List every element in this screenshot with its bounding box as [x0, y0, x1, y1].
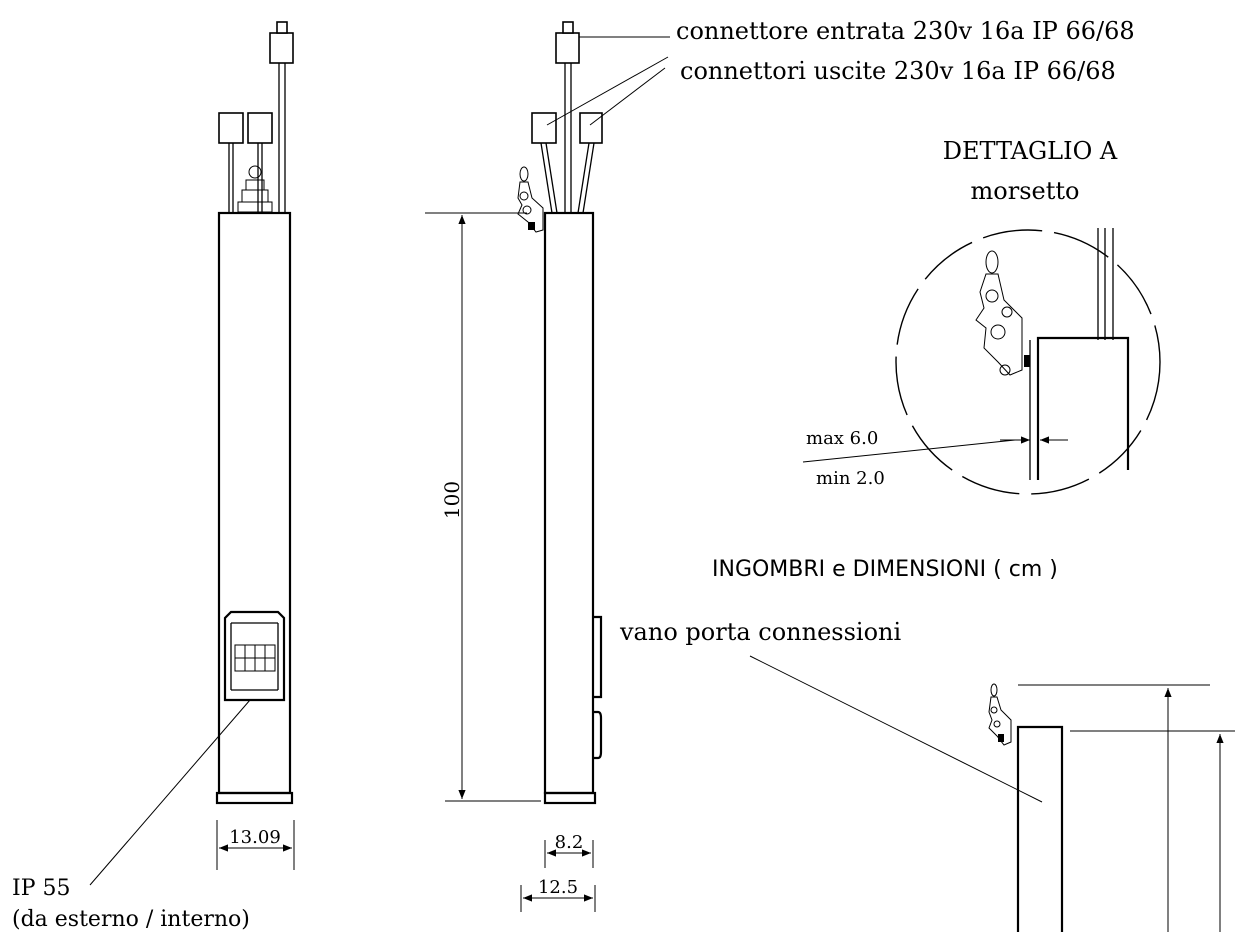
detail-clamp [975, 250, 1030, 376]
side-body [543, 211, 595, 795]
outlet-connectors-label: connettori uscite 230v 16a IP 66/68 [680, 57, 1116, 85]
front-inlet-connector-cap [276, 21, 288, 34]
partial-clamp [988, 683, 1012, 746]
ip-rating-label: IP 55 [12, 876, 70, 901]
detail-title: DETTAGLIO A [943, 137, 1118, 165]
front-base [215, 791, 294, 805]
front-inlet-connector [269, 32, 294, 64]
front-outlet-connector-1 [218, 112, 244, 144]
front-clamp [237, 165, 273, 213]
inlet-connector-label: connettore entrata 230v 16a IP 66/68 [676, 17, 1135, 45]
side-total-depth-dimension: 12.5 [538, 877, 578, 898]
front-outlet-connector-2 [247, 112, 273, 144]
connection-compartment [593, 615, 603, 699]
detail-box-edge [1036, 336, 1130, 480]
side-outlet-connector-2 [579, 112, 603, 144]
side-depth-dimension: 8.2 [555, 832, 584, 853]
front-body [217, 211, 292, 795]
dimensions-title: INGOMBRI e DIMENSIONI ( cm ) [712, 557, 1058, 582]
side-outlet-connector-1 [531, 112, 557, 144]
clamp-max-label: max 6.0 [806, 428, 878, 449]
height-dimension: 100 [440, 481, 464, 519]
side-inlet-connector [555, 32, 580, 64]
side-view: 100 8.2 12.5 [425, 21, 603, 912]
connection-box-label: vano porta connessioni [619, 618, 901, 646]
detail-subtitle: morsetto [971, 177, 1080, 205]
partial-body [1016, 725, 1064, 932]
side-latch [593, 710, 603, 760]
detail-a: DETTAGLIO A morsetto max 6.0 min 2.0 [802, 137, 1161, 495]
partial-side-view [988, 683, 1235, 932]
detail-circle [895, 229, 1161, 495]
side-inlet-connector-cap [562, 21, 574, 34]
side-clamp [517, 166, 544, 233]
ip-note-label: (da esterno / interno) [12, 907, 250, 932]
clamp-min-label: min 2.0 [816, 468, 885, 489]
connection-window [223, 610, 286, 702]
front-view: 13.09 [215, 21, 295, 870]
front-width-dimension: 13.09 [229, 827, 281, 848]
side-base [543, 791, 597, 805]
